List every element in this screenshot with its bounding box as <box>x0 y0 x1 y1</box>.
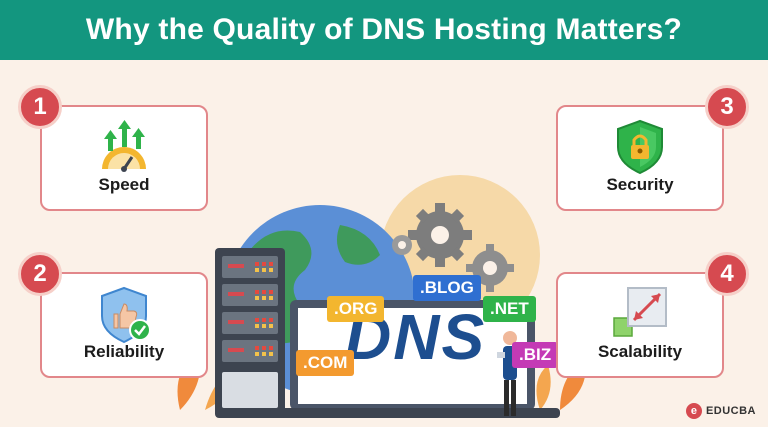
thumbs-up-shield-icon <box>101 286 151 344</box>
gear-icon <box>408 203 472 267</box>
brand-name: EDUCBA <box>705 405 756 417</box>
card-security: Security <box>556 105 724 211</box>
tld-tag-com: .COM <box>296 350 355 376</box>
number-badge-2: 2 <box>18 252 62 296</box>
page-title: Why the Quality of DNS Hosting Matters? <box>85 13 683 46</box>
number-badge-1: 1 <box>18 85 62 129</box>
resize-expand-icon <box>613 287 667 337</box>
gear-icon <box>466 244 514 292</box>
tld-tag-org: .ORG <box>327 296 385 322</box>
card-label: Security <box>606 175 674 194</box>
gear-icon <box>392 235 412 255</box>
card-reliability: Reliability <box>40 272 208 378</box>
brand-logo: e EDUCBA <box>685 403 756 419</box>
speedometer-arrows-icon <box>102 120 146 172</box>
number-badge-3: 3 <box>705 85 749 129</box>
card-speed: Speed <box>40 105 208 211</box>
brand-mark-icon: e <box>685 403 702 419</box>
globe-land <box>336 225 380 265</box>
card-label: Reliability <box>83 342 165 361</box>
card-label: Scalability <box>597 342 683 361</box>
laptop <box>270 300 560 418</box>
card-label: Speed <box>98 175 150 194</box>
tld-tag-net: .NET <box>483 296 536 322</box>
tld-tag-biz: .BIZ <box>512 342 559 368</box>
card-scalability: Scalability <box>556 272 724 378</box>
number-badge-4: 4 <box>705 252 749 296</box>
plant-leaf <box>536 365 551 410</box>
tld-tag-blog: .BLOG <box>413 275 481 301</box>
header-banner: Why the Quality of DNS Hosting Matters? <box>0 0 768 60</box>
server-rack <box>215 248 285 418</box>
lock-shield-icon <box>617 119 663 175</box>
